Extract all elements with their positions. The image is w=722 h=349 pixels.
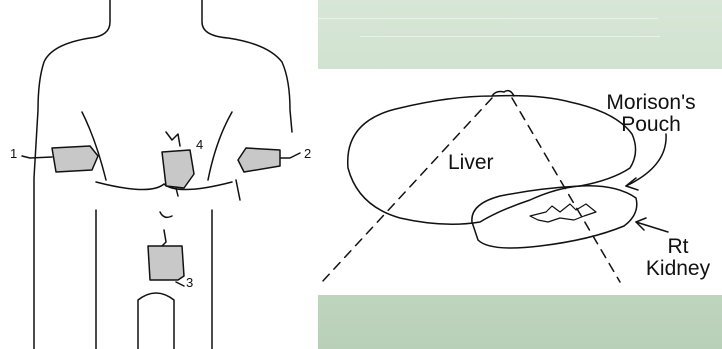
rt-kidney-label-line2: Kidney	[634, 258, 722, 280]
kidney-outline	[472, 186, 637, 248]
kidney-arrow	[636, 218, 668, 232]
morisons-pouch-label-line1: Morison's	[594, 92, 708, 114]
probe-2	[238, 148, 300, 172]
rt-kidney-label: Rt Kidney	[634, 236, 722, 280]
liver-label: Liver	[448, 152, 494, 174]
morisons-pouch-label: Morison's Pouch	[594, 92, 708, 136]
probe-1	[22, 146, 98, 172]
probe-label-3: 3	[186, 275, 193, 290]
probe-4	[162, 132, 194, 196]
rt-kidney-label-line1: Rt	[634, 236, 722, 258]
probe-3	[148, 230, 184, 286]
probe-label-4: 4	[196, 137, 203, 152]
ultrasound-beam	[322, 98, 620, 282]
morisons-pouch-arrow	[626, 134, 666, 190]
morisons-pouch-label-line2: Pouch	[594, 114, 708, 136]
probe-label-1: 1	[10, 146, 17, 161]
torso-outline	[34, 0, 292, 349]
probe-label-2: 2	[304, 146, 311, 161]
